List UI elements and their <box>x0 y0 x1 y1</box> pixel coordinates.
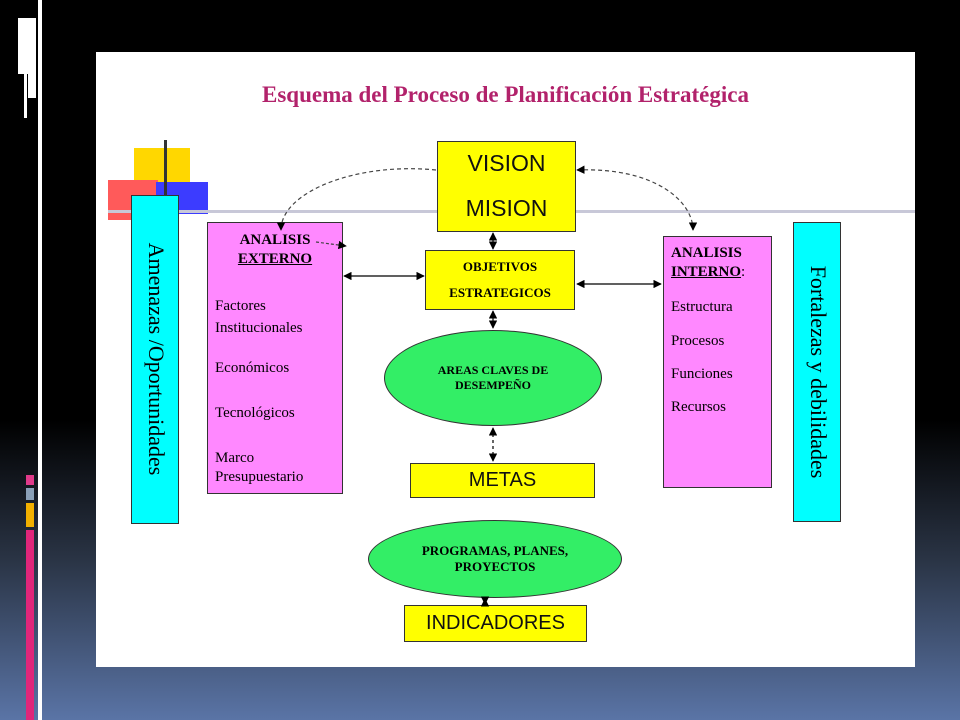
areas-claves-ellipse: AREAS CLAVES DE DESEMPEÑO <box>384 330 602 426</box>
curve-vision-to-interno <box>576 165 698 231</box>
diagram-title: Esquema del Proceso de Planificación Est… <box>262 82 749 107</box>
accent-square-gray <box>26 488 34 500</box>
areas-line1: AREAS CLAVES DE <box>437 363 549 377</box>
programas-line1: PROGRAMAS, PLANES, <box>421 543 569 558</box>
accent-square-yellow <box>26 503 34 527</box>
accent-bar-pink <box>26 530 34 720</box>
accent-square-pink <box>26 475 34 485</box>
externo-title-line1: ANALISIS <box>239 232 311 248</box>
left-accent-line <box>38 0 42 720</box>
externo-list: Marco Presupuestario <box>215 449 303 487</box>
externo-item: Económicos <box>215 360 290 376</box>
fortalezas-box: Fortalezas y debilidades <box>793 222 841 522</box>
externo-item: Presupuestario <box>215 469 304 485</box>
amenazas-label: Amenazas /Oportunidades <box>144 242 169 476</box>
amenazas-box: Amenazas /Oportunidades <box>131 195 179 524</box>
fortalezas-label: Fortalezas y debilidades <box>806 265 831 479</box>
objetivos-line2: ESTRATEGICOS <box>449 285 551 300</box>
interno-title-line1: ANALISIS <box>671 245 742 261</box>
mision-label: MISION <box>465 195 548 221</box>
objetivos-box: OBJETIVOS ESTRATEGICOS <box>425 250 575 310</box>
interno-item: Estructura <box>671 299 733 315</box>
areas-line2: DESEMPEÑO <box>454 378 531 392</box>
interno-colon: : <box>741 264 746 280</box>
externo-item: Marco <box>215 450 255 466</box>
interno-title-line2: INTERNO <box>671 264 742 280</box>
externo-item: Factores <box>215 298 266 314</box>
vision-mision-box: VISION MISION <box>437 141 576 232</box>
interno-item: Recursos <box>671 399 726 415</box>
externo-item: Tecnológicos <box>215 405 295 421</box>
deco-line-vertical <box>164 140 167 226</box>
analisis-interno-box: ANALISIS INTERNO: Estructura Procesos Fu… <box>663 236 772 488</box>
programas-line2: PROYECTOS <box>454 559 536 574</box>
interno-item: Funciones <box>671 366 733 382</box>
analisis-externo-box: ANALISIS EXTERNO Factores Institucionale… <box>207 222 343 494</box>
programas-ellipse: PROGRAMAS, PLANES, PROYECTOS <box>368 520 622 598</box>
externo-item: Institucionales <box>215 320 303 336</box>
externo-title-line2: EXTERNO <box>237 251 313 267</box>
diagram-board: Esquema del Proceso de Planificación Est… <box>96 52 915 667</box>
objetivos-line1: OBJETIVOS <box>462 259 538 274</box>
vision-label: VISION <box>467 150 546 176</box>
indicadores-box: INDICADORES <box>404 605 587 642</box>
metas-box: METAS <box>410 463 595 498</box>
curve-vision-to-externo <box>276 168 437 231</box>
externo-list: Factores Institucionales <box>215 295 302 339</box>
interno-item: Procesos <box>671 333 725 349</box>
